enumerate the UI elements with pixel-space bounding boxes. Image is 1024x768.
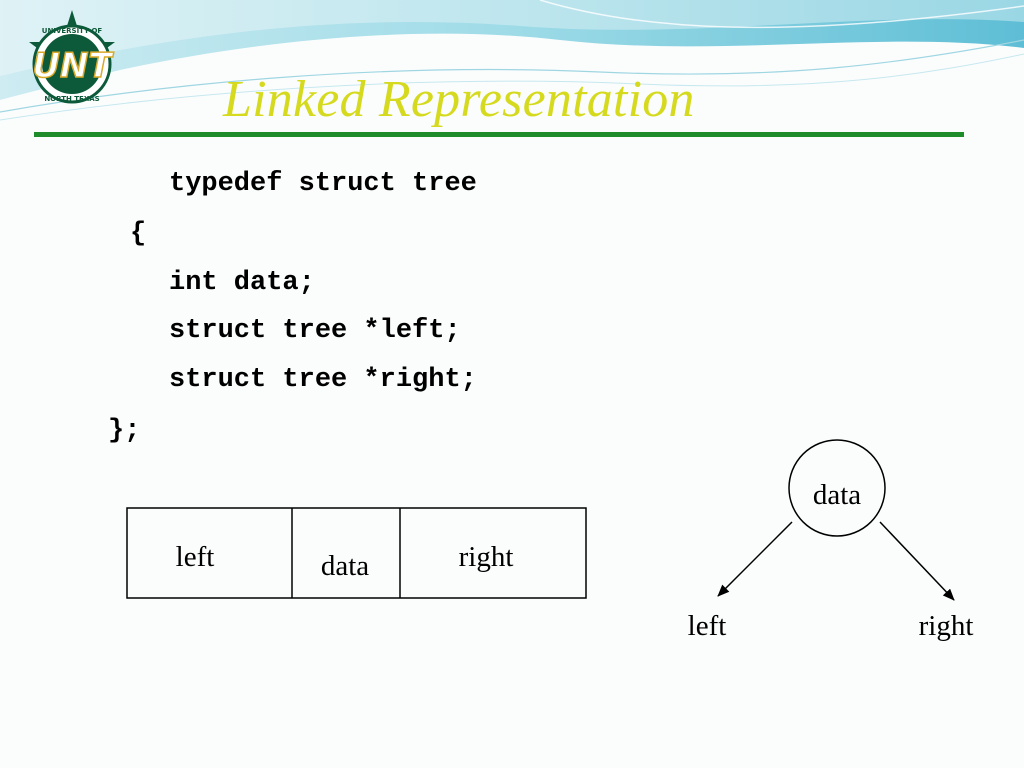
background-waves bbox=[0, 0, 1024, 121]
code-line: { bbox=[130, 219, 147, 249]
node-record-cell-data: data bbox=[321, 550, 369, 582]
logo-wordmark: UNT bbox=[32, 46, 114, 86]
code-line: typedef struct tree bbox=[169, 169, 477, 199]
node-record-cell-right: right bbox=[459, 541, 514, 573]
title-rule bbox=[34, 132, 964, 137]
node-record-cell-left: left bbox=[176, 541, 215, 573]
tree-node-circle bbox=[788, 439, 886, 537]
logo-ring-top: UNIVERSITY OF bbox=[42, 27, 103, 35]
code-line: int data; bbox=[169, 268, 315, 298]
right-child-arrow bbox=[879, 521, 955, 601]
slide-title: Linked Representation bbox=[223, 71, 695, 128]
tree-node-label: data bbox=[813, 479, 861, 511]
node-record-box bbox=[126, 507, 587, 599]
tree-right-label: right bbox=[919, 610, 974, 642]
left-child-arrow bbox=[717, 521, 793, 597]
code-line: struct tree *left; bbox=[169, 316, 461, 346]
code-line: }; bbox=[108, 416, 141, 446]
tree-left-label: left bbox=[688, 610, 727, 642]
logo-ring-bottom: NORTH TEXAS bbox=[44, 95, 99, 103]
unt-logo: UNIVERSITY OF NORTH TEXAS UNT bbox=[29, 10, 115, 104]
code-line: struct tree *right; bbox=[169, 365, 477, 395]
